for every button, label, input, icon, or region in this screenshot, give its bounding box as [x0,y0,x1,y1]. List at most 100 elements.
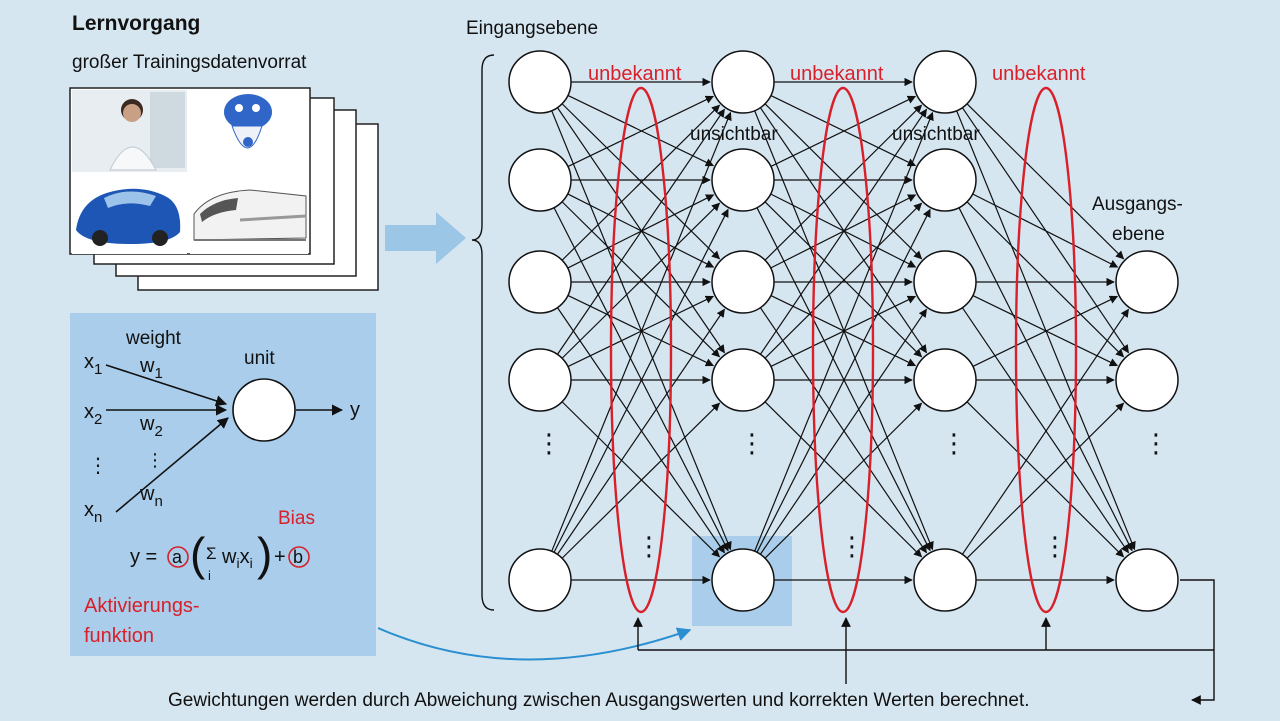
mascot-icon [190,90,308,172]
train-icon [190,174,308,254]
connection-arrow [966,103,1125,260]
svg-text:wixi: wixi [221,546,253,571]
connection-arrow [764,104,923,261]
input-ellipsis: ⋮ [88,455,108,477]
network-node [711,348,775,412]
connection-arrow [972,294,1119,367]
connection-arrow [764,402,923,559]
connection-arrow [567,94,715,167]
connection-arrow [561,103,721,260]
training-cards-stack [69,87,379,291]
connection-arrow [561,104,721,261]
svg-text:Σ: Σ [206,544,217,563]
connection-arrow [561,201,721,358]
weight-label: weight [125,328,182,349]
connection-arrow [567,294,715,367]
output-layer-label-2: ebene [1112,224,1165,245]
connection-arrow [553,207,729,552]
connection-arrow [770,193,917,268]
learning-subtitle: großer Trainingsdatenvorrat [72,52,307,73]
layer-ellipsis: ⋮ [536,428,562,458]
connection-arrow [756,207,931,552]
unit-link-curve [377,627,692,661]
svg-text:i: i [208,568,211,583]
network-node [913,250,977,314]
car-icon [72,174,187,254]
layer-ellipsis: ⋮ [1143,428,1169,458]
network-nodes: ⋮⋮⋮⋮⋮⋮⋮ [508,50,1179,612]
connection-arrow [966,201,1125,358]
input-x1: x1 [84,351,102,378]
connection-arrow [754,110,934,551]
svg-text:b: b [293,547,303,567]
hidden-layer-label-1: unsichtbar [690,124,778,145]
network-node [913,548,977,612]
weight-ellipsis: ⋮ [146,450,164,470]
connection-arrow [764,103,923,260]
hidden-layer-label-2: unsichtbar [892,124,980,145]
activation-label-2: funktion [84,625,154,647]
input-layer-label: Eingangsebene [466,18,598,39]
unknown-ellipses [609,86,1078,614]
network-node [1115,348,1179,412]
connection-arrow [961,308,1129,555]
unit-output-y: y [350,399,360,421]
network-node [508,348,572,412]
network-node [913,50,977,114]
feedback-lines [633,579,1215,705]
unknown-label-2: unbekannt [790,63,884,85]
layer-ellipsis: ⋮ [839,531,865,561]
connection-arrow [567,295,715,368]
connection-arrow [553,208,729,553]
input-arrow-icon [385,212,466,264]
output-layer-label-1: Ausgangs- [1092,194,1183,215]
connection-arrow [764,202,923,359]
connection-arrow [759,307,927,554]
network-node [1115,250,1179,314]
connection-arrow [561,202,721,359]
network-node [913,348,977,412]
unknown-label-1: unbekannt [588,63,682,85]
svg-text:a: a [172,547,183,567]
connection-arrow [556,307,725,554]
input-x2: x2 [84,401,102,428]
connection-arrow [756,208,931,553]
svg-text:): ) [257,528,272,580]
weight-w2: w2 [139,413,163,440]
network-node [508,548,572,612]
network-node [913,148,977,212]
connection-arrow [770,294,917,367]
svg-text:+: + [274,546,286,568]
network-node [711,250,775,314]
connection-arrow [764,201,923,358]
network-node [508,50,572,114]
layer-ellipsis: ⋮ [739,428,765,458]
connection-arrow [764,401,923,558]
svg-text:(: ( [190,528,206,580]
layer-ellipsis: ⋮ [636,531,662,561]
connection-arrow [567,193,715,268]
connection-arrow [561,402,721,559]
connection-arrow [556,308,725,555]
activation-label-1: Aktivierungs- [84,595,200,617]
connection-arrow [972,295,1119,368]
connection-arrow [770,295,917,368]
network-node [508,250,572,314]
network-node [508,148,572,212]
input-brace [471,54,495,611]
connection-arrow [972,193,1119,268]
person-photo-icon [72,90,187,172]
network-node [711,548,775,612]
network-node [711,50,775,114]
layer-ellipsis: ⋮ [941,428,967,458]
connection-arrow [961,307,1129,554]
learning-title: Lernvorgang [72,12,200,35]
unit-input-arrows [105,364,344,513]
footer-caption: Gewichtungen werden durch Abweichung zwi… [168,690,1030,711]
network-connections [551,77,1136,585]
connection-arrow [770,95,917,168]
network-node [1115,548,1179,612]
connection-arrow [958,207,1133,552]
bias-label: Bias [278,508,315,529]
